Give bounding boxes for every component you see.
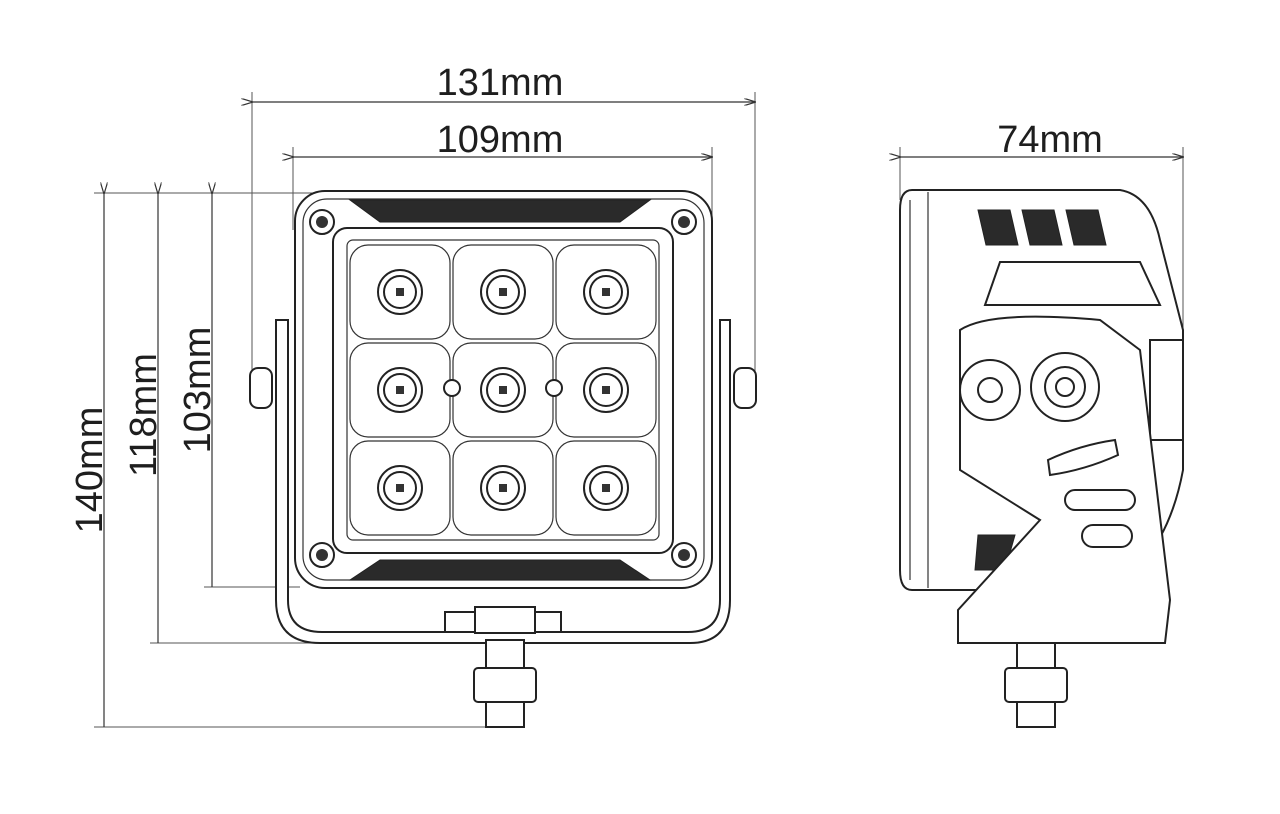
dimension-label-109: 109mm <box>437 119 564 161</box>
led-chip <box>602 484 610 492</box>
dimension-label-118: 118mm <box>123 353 165 477</box>
bracket-slot-3 <box>1081 524 1133 548</box>
lens-screw-icon <box>443 379 461 397</box>
led-cell <box>452 440 554 536</box>
led-chip <box>499 288 507 296</box>
dimension-label-131: 131mm <box>437 62 564 104</box>
bolt-nut-top <box>474 606 536 634</box>
bottom-vent <box>348 559 652 581</box>
bracket-slot-2 <box>1064 489 1136 511</box>
front-view <box>249 190 757 728</box>
dimension-118mm: 118mm <box>123 193 330 644</box>
bolt-thread <box>473 639 537 728</box>
side-fin-plate <box>983 261 1162 306</box>
led-chip <box>602 288 610 296</box>
side-view <box>899 189 1184 728</box>
led-grid <box>349 244 657 536</box>
led-chip <box>396 386 404 394</box>
bracket-slot <box>1046 438 1120 477</box>
bolt-nut <box>473 667 537 703</box>
bracket-knob-left <box>249 367 273 409</box>
side-fins <box>974 209 1184 571</box>
lens-screw-icon <box>545 379 563 397</box>
dimension-label-140: 140mm <box>69 407 111 534</box>
mounting-bracket <box>275 319 731 644</box>
dimension-109mm: 109mm <box>293 119 712 230</box>
led-cell <box>555 440 657 536</box>
adjustment-knob-icon <box>959 352 1100 422</box>
led-chip <box>499 484 507 492</box>
led-chip <box>396 484 404 492</box>
dimension-label-103: 103mm <box>177 327 219 454</box>
screw-icons <box>309 209 697 568</box>
led-chip <box>499 386 507 394</box>
led-cell <box>349 440 451 536</box>
led-cell <box>349 244 451 340</box>
led-cell <box>555 244 657 340</box>
bracket-knob-right <box>733 367 757 409</box>
top-vent <box>348 199 652 223</box>
dimension-103mm: 103mm <box>177 193 300 588</box>
dimension-74mm: 74mm <box>900 119 1183 340</box>
side-bolt <box>1004 642 1068 728</box>
dimension-131mm: 131mm <box>252 62 755 380</box>
dimension-label-74: 74mm <box>997 119 1103 161</box>
led-chip <box>396 288 404 296</box>
dimension-140mm: 140mm <box>69 193 500 728</box>
led-chip <box>602 386 610 394</box>
led-cell <box>452 244 554 340</box>
